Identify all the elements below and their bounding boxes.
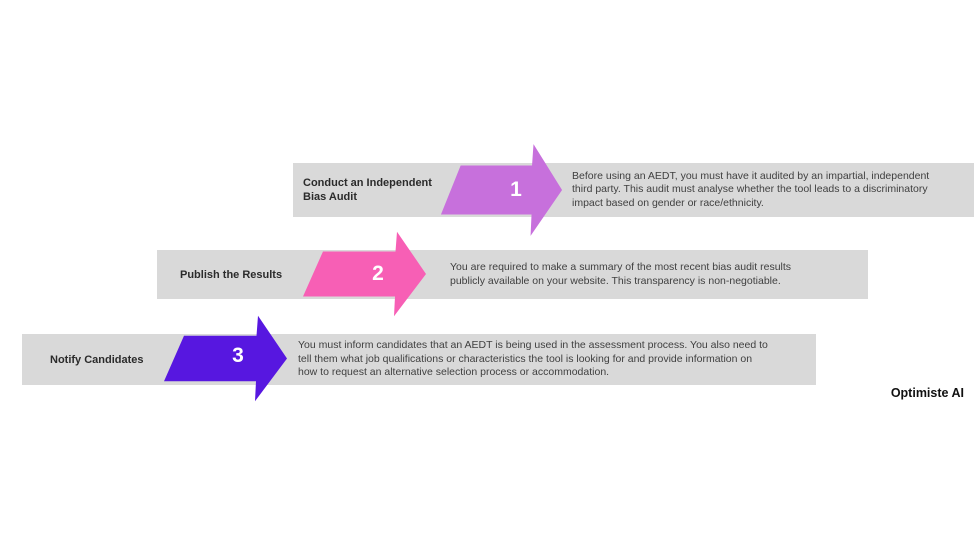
step-bar	[293, 163, 974, 217]
arrow-shape	[440, 144, 563, 236]
step-description: Before using an AEDT, you must have it a…	[572, 169, 930, 209]
step-number: 2	[372, 262, 384, 285]
brand-label: Optimiste AI	[890, 386, 964, 400]
step-bar	[157, 250, 868, 299]
step-number: 1	[510, 178, 522, 201]
step-bar	[22, 334, 816, 385]
step-arrow-icon	[440, 144, 563, 236]
step-description: You must inform candidates that an AEDT …	[298, 339, 768, 379]
step-number: 3	[232, 344, 244, 367]
step-title: Publish the Results	[180, 268, 283, 281]
arrow-shape	[164, 315, 287, 402]
step-description: You are required to make a summary of th…	[450, 261, 792, 287]
step-arrow-icon	[303, 231, 426, 317]
arrow-shape	[303, 231, 426, 317]
step-title: Conduct an Independent Bias Audit	[303, 177, 432, 203]
step-title: Notify Candidates	[50, 353, 144, 366]
step-arrow-icon	[164, 315, 287, 402]
